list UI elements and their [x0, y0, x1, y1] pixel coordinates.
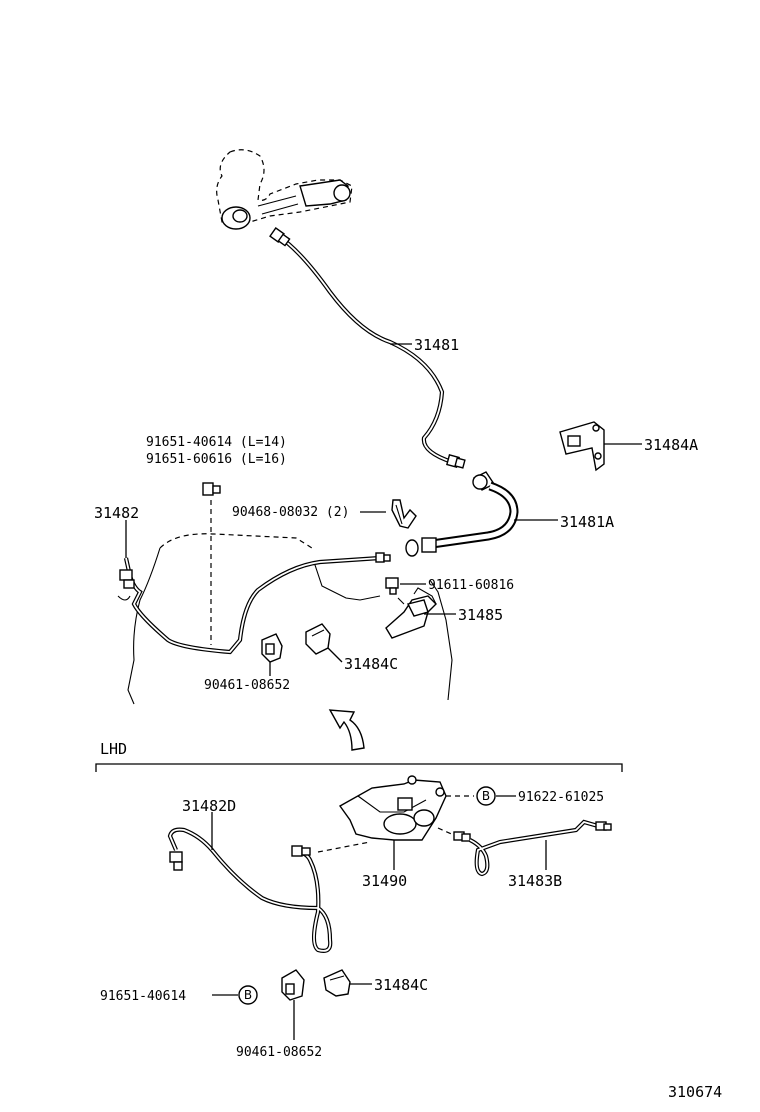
label-clip-90468: 90468-08032 (2)	[232, 505, 349, 520]
label-31482d: 31482D	[182, 797, 236, 815]
pipe-fitting-top	[269, 227, 291, 247]
label-31481a: 31481A	[560, 513, 614, 531]
label-31485: 31485	[458, 606, 503, 624]
label-bolt-91611: 91611-60816	[428, 578, 514, 593]
clip-90461-top	[261, 633, 283, 663]
label-31483b: 31483B	[508, 872, 562, 890]
bracket-31485	[385, 587, 437, 639]
label-lhd: LHD	[100, 740, 127, 758]
bolt-91651-top	[202, 482, 221, 645]
clip-90461-bottom	[281, 969, 305, 1001]
svg-text:B: B	[244, 988, 252, 1002]
label-bolt-91651-60616: 91651-60616 (L=16)	[146, 452, 287, 467]
label-bolt-91651-40614: 91651-40614 (L=14)	[146, 435, 287, 450]
b-marker-upper: B	[476, 786, 496, 806]
label-31484c-top: 31484C	[344, 655, 398, 673]
label-clip-90461-top: 90461-08652	[204, 678, 290, 693]
svg-text:B: B	[482, 789, 490, 803]
b-marker-lower: B	[238, 985, 258, 1005]
clamp-31484c-top	[305, 623, 331, 655]
clip-90468	[391, 499, 417, 529]
bracket-31484a	[559, 421, 605, 472]
label-31482: 31482	[94, 504, 139, 522]
direction-arrow-icon	[328, 709, 365, 751]
label-31484c-bottom: 31484C	[374, 976, 428, 994]
valve-31490	[338, 775, 474, 841]
leader-lines	[125, 343, 642, 1040]
master-cylinder	[216, 149, 353, 230]
label-bolt-91622: 91622-61025	[518, 790, 604, 805]
lhd-section-bracket	[95, 763, 623, 772]
label-clip-90461-bottom: 90461-08652	[236, 1045, 322, 1060]
clamp-31484c-bottom	[323, 969, 351, 997]
pipe-31481	[269, 227, 466, 469]
pipe-31483b	[437, 819, 612, 877]
label-31490: 31490	[362, 872, 407, 890]
pipe-fitting-bottom	[446, 454, 466, 469]
pipe-31482d	[167, 827, 371, 953]
label-bolt-91651-lower: 91651-40614	[100, 989, 186, 1004]
pipe-31482-fitting	[117, 569, 135, 601]
diagram-number: 310674	[668, 1083, 722, 1101]
transmission-case	[127, 533, 453, 705]
label-31481: 31481	[414, 336, 459, 354]
pipe-31482	[117, 552, 391, 655]
flexible-hose-31481a	[405, 471, 519, 557]
label-31484a: 31484A	[644, 436, 698, 454]
bolt-91611	[385, 577, 399, 595]
